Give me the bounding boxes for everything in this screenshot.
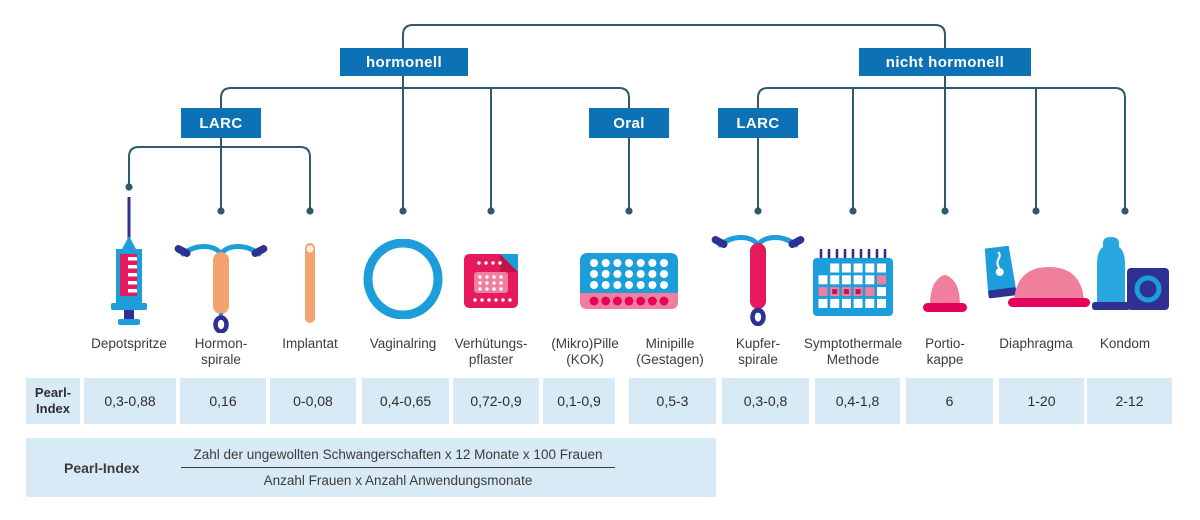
implant-icon bbox=[305, 243, 315, 323]
pearl-value-hormonspirale: 0,16 bbox=[180, 378, 266, 424]
fraction-denominator: Anzahl Frauen x Anzahl Anwendungsmonate bbox=[263, 473, 533, 488]
method-label-implantat: Implantat bbox=[282, 336, 338, 351]
diaphragm-icon bbox=[984, 245, 1090, 307]
pearl-index-formula-box: Pearl-Index Zahl der ungewollten Schwang… bbox=[26, 438, 716, 497]
calendar-icon bbox=[813, 249, 893, 316]
pearl-value-minipille: 0,5-3 bbox=[629, 378, 716, 424]
method-label-mikropille: (Mikro)Pille(KOK) bbox=[551, 336, 619, 368]
hormonell-box: hormonell bbox=[340, 48, 468, 76]
patch-icon bbox=[464, 254, 518, 308]
method-label-portiokappe: Portio-kappe bbox=[925, 336, 965, 368]
pearl-value-implantat: 0-0,08 bbox=[270, 378, 356, 424]
method-label-verhuetungspflaster: Verhütungs-pflaster bbox=[454, 336, 528, 368]
pearl-value-verhuetungspflaster: 0,72-0,9 bbox=[453, 378, 539, 424]
pearl-value-portiokappe: 6 bbox=[906, 378, 993, 424]
larc-right-box: LARC bbox=[718, 108, 798, 138]
oral-box: Oral bbox=[589, 108, 669, 138]
vaginal-ring-icon bbox=[363, 239, 443, 319]
pill-blister-icon bbox=[580, 253, 678, 309]
pearl-index-fraction: Zahl der ungewollten Schwangerschaften x… bbox=[181, 446, 615, 490]
fraction-numerator: Zahl der ungewollten Schwangerschaften x… bbox=[181, 446, 615, 468]
pearl-value-diaphragma: 1-20 bbox=[999, 378, 1084, 424]
pearl-value-symptothermale: 0,4-1,8 bbox=[815, 378, 900, 424]
pearl-index-header: Pearl-Index bbox=[26, 378, 80, 424]
pearl-value-kondom: 2-12 bbox=[1087, 378, 1172, 424]
pearl-value-depotspritze: 0,3-0,88 bbox=[84, 378, 176, 424]
method-label-kondom: Kondom bbox=[1099, 336, 1151, 351]
formula-label: Pearl-Index bbox=[64, 459, 140, 476]
method-label-vaginalring: Vaginalring bbox=[369, 336, 437, 351]
method-label-depotspritze: Depotspritze bbox=[91, 336, 167, 351]
copper-iud-icon bbox=[711, 235, 805, 326]
pearl-value-vaginalring: 0,4-0,65 bbox=[362, 378, 449, 424]
hormonal-iud-icon bbox=[174, 244, 268, 333]
method-label-hormonspirale: Hormon-spirale bbox=[194, 336, 248, 368]
cervical-cap-icon bbox=[923, 275, 967, 312]
larc-left-box: LARC bbox=[181, 108, 261, 138]
pearl-value-mikropille: 0,1-0,9 bbox=[543, 378, 615, 424]
pearl-value-kupferspirale: 0,3-0,8 bbox=[722, 378, 809, 424]
method-label-minipille: Minipille(Gestagen) bbox=[636, 336, 704, 368]
syringe-icon bbox=[111, 197, 147, 325]
condom-icon bbox=[1092, 237, 1169, 310]
method-label-kupferspirale: Kupfer-spirale bbox=[735, 336, 781, 368]
method-label-diaphragma: Diaphragma bbox=[999, 336, 1073, 351]
nicht-hormonell-box: nicht hormonell bbox=[859, 48, 1031, 76]
